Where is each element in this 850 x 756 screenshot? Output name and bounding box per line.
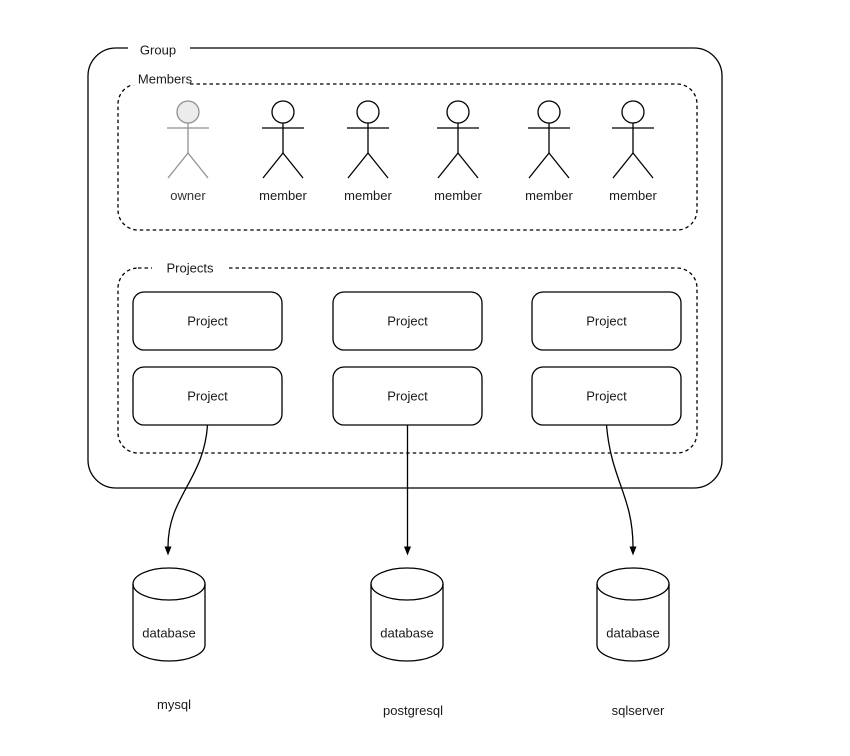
database-node-mysql: database — [132, 567, 206, 662]
person-icon — [176, 100, 200, 124]
person-icon — [356, 100, 380, 124]
database-name-mysql: mysql — [157, 697, 191, 712]
database-node-sqlserver: database — [596, 567, 670, 662]
database-cylinder-rim — [596, 583, 670, 601]
project-label: Project — [187, 389, 228, 404]
project-node-5: Project — [332, 366, 483, 426]
database-label: database — [142, 626, 196, 641]
database-cylinder-rim — [370, 583, 444, 601]
database-label: database — [606, 626, 660, 641]
actor-label: member — [609, 188, 657, 203]
project-label: Project — [387, 314, 428, 329]
project-label: Project — [187, 314, 228, 329]
group-container: Group — [87, 41, 723, 489]
project-label: Project — [586, 389, 627, 404]
project-node-2: Project — [332, 291, 483, 351]
database-name-sqlserver: sqlserver — [612, 703, 665, 718]
project-label: Project — [387, 389, 428, 404]
projects-label-bg — [152, 255, 228, 270]
actor-owner: owner — [167, 100, 209, 203]
projects-box: Projects Project Project Project Project… — [117, 255, 698, 454]
arrow-project-to-mysql — [164, 424, 209, 556]
actor-member-5: member — [609, 100, 658, 203]
project-node-6: Project — [531, 366, 682, 426]
person-icon — [621, 100, 645, 124]
members-label: Members — [138, 72, 193, 87]
database-cylinder-icon — [132, 567, 206, 662]
members-box: Members owner member member — [117, 71, 698, 231]
actor-label: member — [344, 188, 392, 203]
database-cylinder-icon — [596, 567, 670, 662]
database-name-postgresql: postgresql — [383, 703, 443, 718]
actor-label: member — [434, 188, 482, 203]
actor-label: member — [259, 188, 307, 203]
person-icon — [446, 100, 470, 124]
members-label-bg — [132, 71, 190, 85]
projects-label: Projects — [167, 261, 214, 276]
group-label: Group — [140, 43, 176, 58]
project-node-1: Project — [132, 291, 283, 351]
actor-label: member — [525, 188, 573, 203]
database-label: database — [380, 626, 434, 641]
database-node-postgresql: database — [370, 567, 444, 662]
actor-member-1: member — [259, 100, 308, 203]
actor-label: owner — [170, 188, 206, 203]
database-cylinder-rim — [132, 583, 206, 601]
project-label: Project — [586, 314, 627, 329]
members-border — [117, 83, 698, 231]
actor-member-4: member — [525, 100, 574, 203]
project-node-4: Project — [132, 366, 283, 426]
actor-member-3: member — [434, 100, 483, 203]
group-label-bg — [128, 41, 190, 55]
group-border — [87, 47, 723, 489]
database-cylinder-icon — [370, 567, 444, 662]
project-node-3: Project — [531, 291, 682, 351]
arrow-project-to-sqlserver — [605, 424, 637, 556]
actor-member-2: member — [344, 100, 393, 203]
person-icon — [271, 100, 295, 124]
person-icon — [537, 100, 561, 124]
